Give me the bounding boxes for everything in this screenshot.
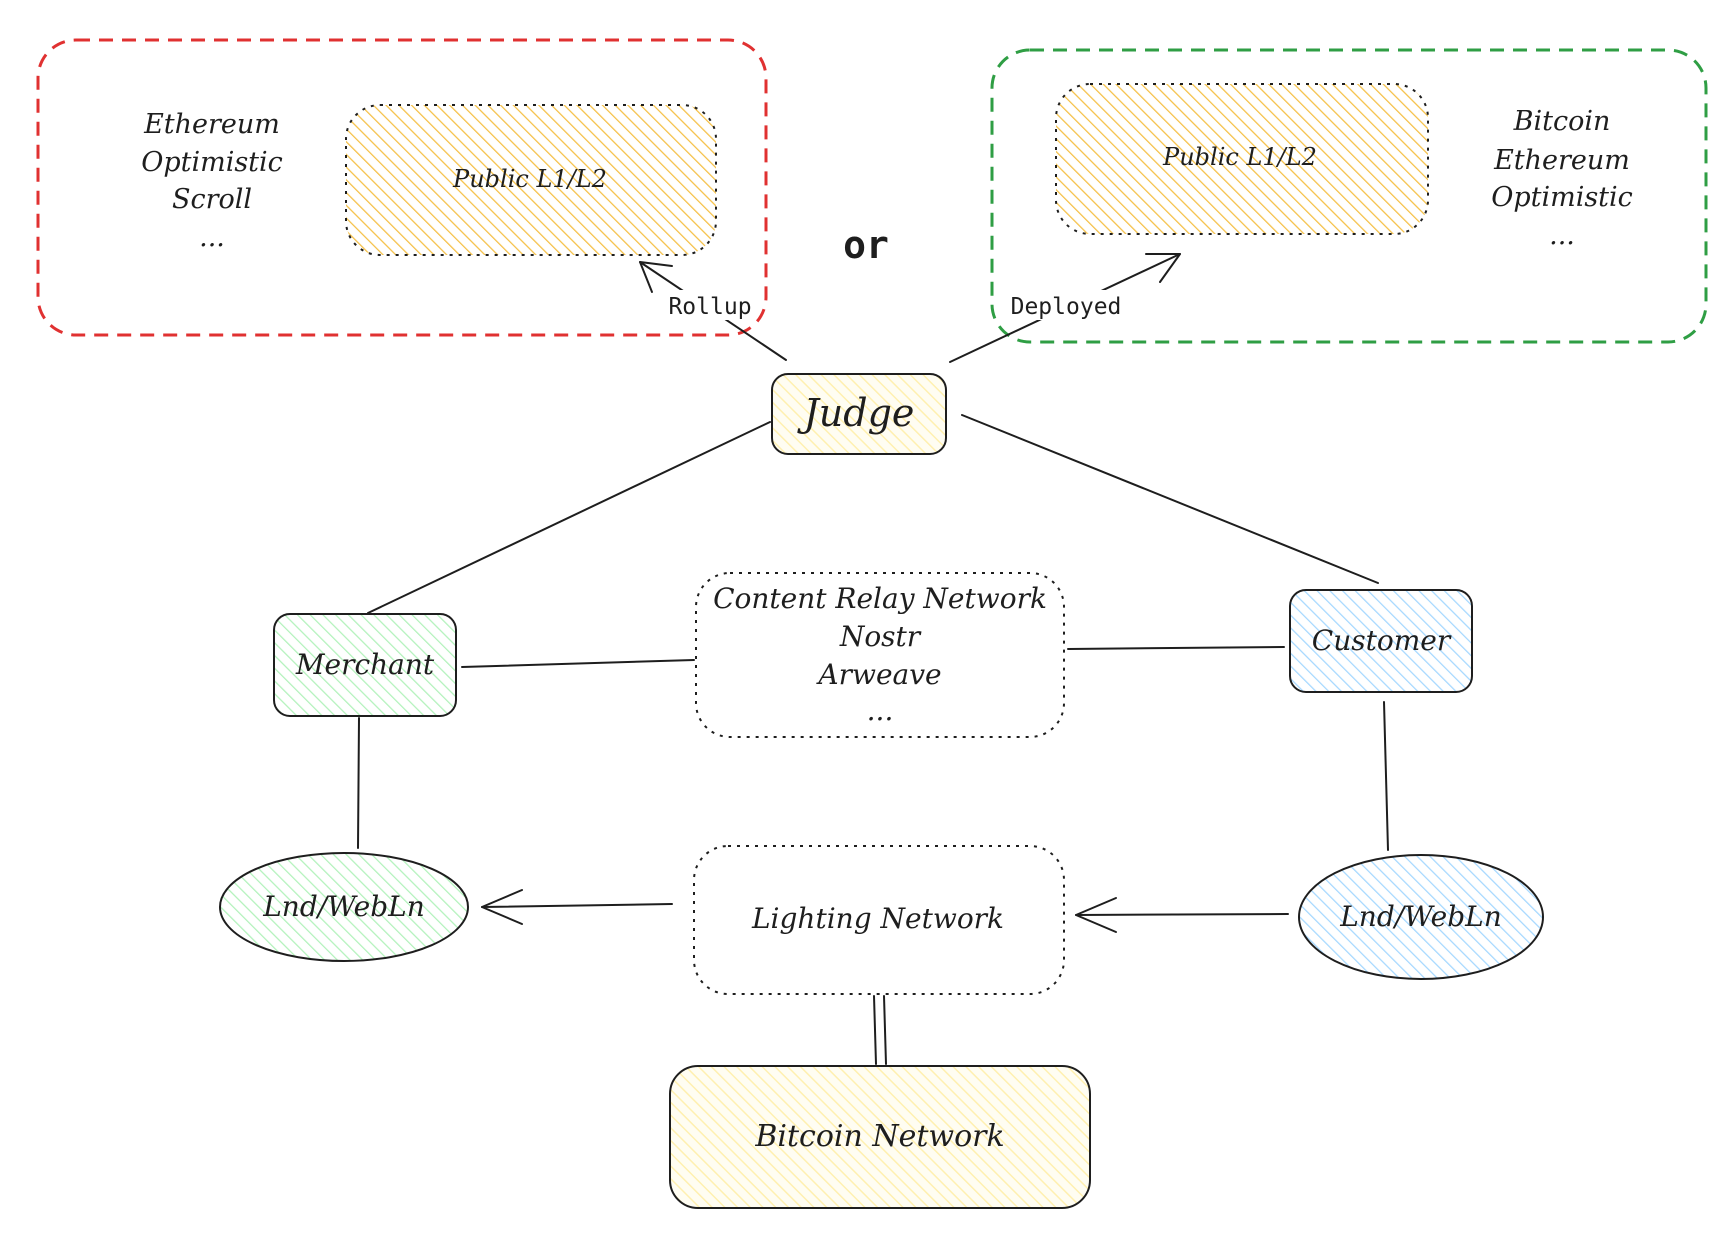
right-chain-group: Public L1/L2 Bitcoin Ethereum Optimistic… <box>990 48 1708 344</box>
customer-node[interactable]: Customer <box>1289 589 1473 693</box>
right-chain-2: Ethereum <box>1493 145 1630 176</box>
customer-label: Customer <box>1312 624 1452 657</box>
relay-line-3: Arweave <box>815 658 941 691</box>
relay-line-1: Content Relay Network <box>713 582 1047 615</box>
bitcoin-network-node[interactable]: Bitcoin Network <box>669 1065 1091 1209</box>
rollup-label-group: Rollup <box>664 290 756 320</box>
lighting-arrowhead <box>1075 897 1117 933</box>
left-public-l1-l2-box <box>345 104 717 256</box>
merchant-wallet-arrowhead <box>481 889 523 925</box>
right-group-border <box>990 48 1708 344</box>
merchant-node[interactable]: Merchant <box>273 613 457 717</box>
customer-wallet-label: Lnd/WebLn <box>1339 900 1502 933</box>
or-separator: or <box>843 223 889 267</box>
left-public-l1-l2-label: Public L1/L2 <box>452 165 607 193</box>
relay-line-2: Nostr <box>839 620 922 653</box>
lighting-network-node[interactable]: Lighting Network <box>693 845 1065 995</box>
customer-wallet-ellipse <box>1298 854 1544 980</box>
merchant-box <box>273 613 457 717</box>
deployed-arrowhead <box>1145 253 1181 283</box>
content-relay-node[interactable]: Content Relay Network Nostr Arweave ... <box>695 572 1065 738</box>
deployed-label-group: Deployed <box>1006 290 1126 320</box>
edge-lighting-bitcoin-a <box>873 995 877 1065</box>
left-chain-4: ... <box>199 222 225 253</box>
customer-wallet-node[interactable]: Lnd/WebLn <box>1298 854 1544 980</box>
left-chain-group: Ethereum Optimistic Scroll ... Public L1… <box>36 38 768 337</box>
lighting-network-label: Lighting Network <box>751 902 1004 935</box>
judge-label: Judge <box>797 391 915 435</box>
edge-merchant-relay <box>461 659 695 668</box>
edge-lighting-bitcoin-b <box>883 995 887 1065</box>
left-group-border <box>36 38 768 337</box>
judge-box <box>771 373 947 455</box>
merchant-wallet-node[interactable]: Lnd/WebLn <box>219 852 469 962</box>
lighting-network-box <box>693 845 1065 995</box>
customer-box <box>1289 589 1473 693</box>
edge-customer-wallet-lighting <box>1075 913 1289 916</box>
edge-lighting-merchant-wallet <box>481 903 673 908</box>
rollup-arrowhead <box>639 261 673 293</box>
right-chain-1: Bitcoin <box>1513 106 1611 137</box>
right-chain-4: ... <box>1549 220 1575 251</box>
relay-line-4: ... <box>867 694 894 727</box>
rollup-label: Rollup <box>668 294 751 320</box>
left-chain-2: Optimistic <box>141 147 283 178</box>
edge-relay-customer <box>1067 646 1285 650</box>
bitcoin-network-box <box>669 1065 1091 1209</box>
bitcoin-network-label: Bitcoin Network <box>754 1119 1004 1154</box>
edge-judge-merchant <box>367 421 771 614</box>
right-public-l1-l2-label: Public L1/L2 <box>1162 143 1317 171</box>
edge-customer-wallet <box>1383 701 1389 851</box>
judge-node[interactable]: Judge <box>771 373 947 455</box>
deployed-label: Deployed <box>1011 294 1122 320</box>
right-public-l1-l2-box <box>1055 83 1429 235</box>
right-chain-3: Optimistic <box>1491 182 1633 213</box>
merchant-label: Merchant <box>295 648 435 681</box>
merchant-wallet-ellipse <box>219 852 469 962</box>
content-relay-box <box>695 572 1065 738</box>
edge-judge-customer <box>961 414 1379 584</box>
merchant-wallet-label: Lnd/WebLn <box>262 890 425 923</box>
left-chain-3: Scroll <box>172 184 252 215</box>
left-chain-1: Ethereum <box>143 109 280 140</box>
edge-merchant-wallet <box>357 717 360 849</box>
